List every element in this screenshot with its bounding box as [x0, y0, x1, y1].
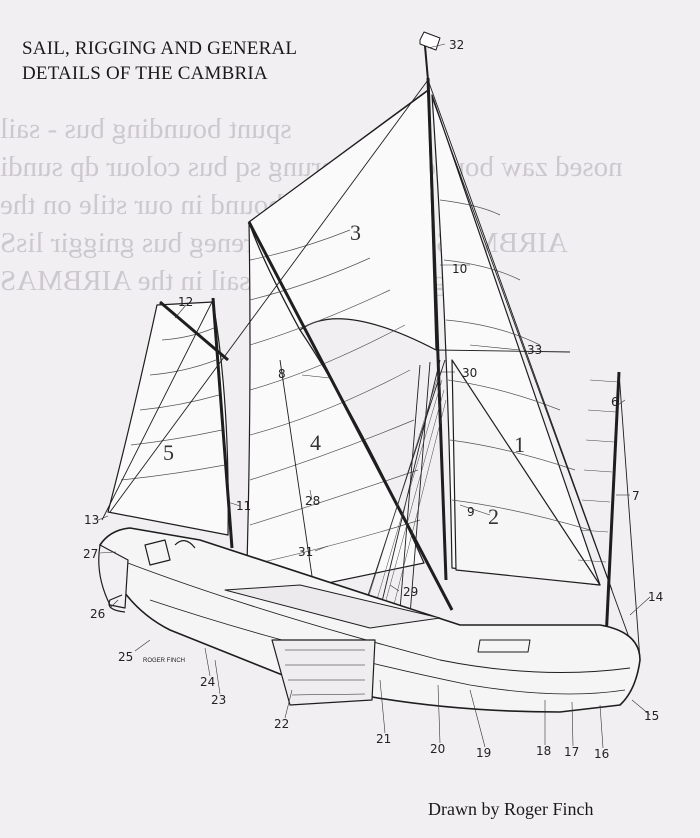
- title-line-2: DETAILS OF THE CAMBRIA: [22, 63, 268, 84]
- part-label-26: 26: [90, 607, 105, 621]
- part-label-18: 18: [536, 744, 551, 758]
- part-label-13: 13: [84, 513, 99, 527]
- part-label-19: 19: [476, 746, 491, 760]
- mainmast: [426, 77, 448, 581]
- sail-number-labels: 1 2 3 4 5: [163, 220, 525, 529]
- artist-signature: ROGER FINCH: [143, 658, 185, 664]
- part-label-15: 15: [644, 709, 659, 723]
- mizzen-sprit: [159, 300, 229, 362]
- hatch: [224, 584, 441, 629]
- part-label-7: 7: [632, 489, 640, 503]
- page-title: SAIL, RIGGING AND GENERAL DETAILS OF THE…: [22, 36, 297, 86]
- part-label-9: 9: [467, 505, 475, 519]
- part-label-31: 31: [298, 545, 313, 559]
- part-number-labels: 6 7 8 9 10 11 12 13 14 15 16 17 18 19 20…: [83, 38, 663, 761]
- part-label-20: 20: [430, 742, 445, 756]
- part-label-14: 14: [648, 590, 663, 604]
- topmast-vane: [419, 31, 441, 51]
- part-label-28: 28: [305, 494, 320, 508]
- part-label-17: 17: [564, 745, 579, 759]
- part-label-21: 21: [376, 732, 391, 746]
- part-label-27: 27: [83, 547, 98, 561]
- rudder: [98, 544, 129, 609]
- foresail: [451, 359, 601, 586]
- sail-label-1: 1: [514, 432, 525, 457]
- sail-label-4: 4: [310, 430, 321, 455]
- credit-line: Drawn by Roger Finch: [428, 799, 594, 819]
- part-label-11: 11: [236, 499, 251, 513]
- part-label-33: 33: [527, 343, 542, 357]
- part-label-12: 12: [178, 295, 193, 309]
- part-label-16: 16: [594, 747, 609, 761]
- leeboard: [271, 639, 376, 706]
- part-label-25: 25: [118, 650, 133, 664]
- sprit: [247, 221, 454, 611]
- part-label-30: 30: [462, 366, 477, 380]
- part-label-22: 22: [274, 717, 289, 731]
- tiller-and-wheel: [144, 539, 196, 566]
- part-label-8: 8: [278, 367, 286, 381]
- fore-hatch: [477, 639, 531, 653]
- part-label-32: 32: [449, 38, 464, 52]
- mizzen-mast: [211, 297, 234, 549]
- part-label-24: 24: [200, 675, 215, 689]
- part-label-6: 6: [611, 395, 619, 409]
- part-label-23: 23: [211, 693, 226, 707]
- sail-label-5: 5: [163, 440, 174, 465]
- sail-label-3: 3: [350, 220, 361, 245]
- title-line-1: SAIL, RIGGING AND GENERAL: [22, 38, 298, 59]
- foremast-bowsprit-post: [604, 371, 621, 641]
- part-label-29: 29: [403, 585, 418, 599]
- sail-label-2: 2: [488, 504, 499, 529]
- part-label-10: 10: [452, 262, 467, 276]
- mizzen-sail: [107, 301, 229, 536]
